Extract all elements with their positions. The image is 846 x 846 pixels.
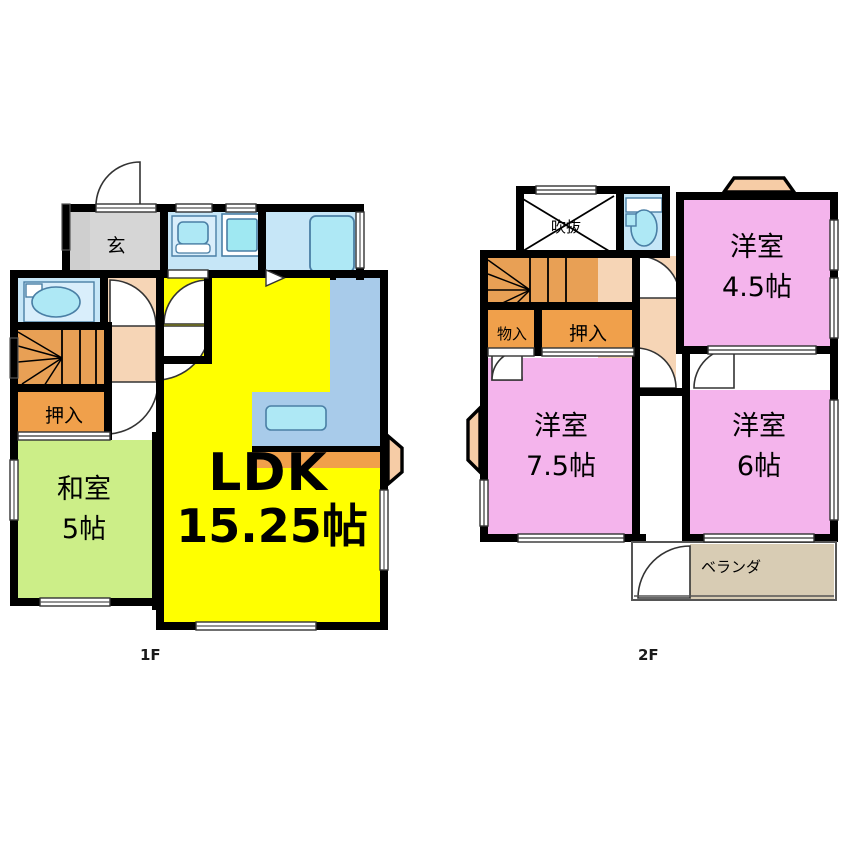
label-yoshitsu45-name: 洋室	[730, 232, 784, 263]
floor-caption-2f: 2F	[638, 646, 659, 664]
washroom-fixtures	[171, 213, 263, 257]
label-monoire: 物入	[497, 325, 527, 343]
floor-plan-1f: 玄 押入 和室 5帖 LDK 15.25帖	[9, 161, 404, 631]
fukinuke-void-mark	[517, 195, 615, 255]
bath-fixtures	[309, 215, 355, 273]
label-yoshitsu75-name: 洋室	[534, 411, 588, 442]
label-washitsu-size: 5帖	[62, 514, 106, 545]
label-washitsu-name: 和室	[57, 474, 111, 505]
label-fukinuke: 吹抜	[551, 218, 581, 236]
label-yoshitsu6-name: 洋室	[732, 411, 786, 442]
label-yoshitsu75-size: 7.5帖	[526, 451, 596, 482]
yoshitsu-6-floor	[688, 390, 834, 538]
label-yoshitsu45-size: 4.5帖	[722, 272, 792, 303]
label-oshiire-2f: 押入	[569, 323, 607, 345]
label-yoshitsu6-size: 6帖	[737, 451, 781, 482]
kitchen-counter	[252, 448, 386, 468]
washitsu-floor	[18, 440, 158, 602]
floor-plan-2f: 吹抜 物入 押入 洋室 4.5帖 洋室 7.5帖 洋室 6帖 ベランダ	[466, 176, 839, 601]
monoire-floor	[488, 310, 538, 354]
stairs-2f-floor	[488, 256, 598, 308]
f1-windows	[9, 203, 389, 631]
f1-partitions	[17, 268, 286, 441]
bay-window-75	[466, 403, 482, 477]
sliding-door-arrow	[265, 268, 286, 288]
floor-caption-1f: 1F	[140, 646, 161, 664]
oshiire-2f-floor	[542, 310, 634, 354]
f1-door-swings	[95, 161, 211, 435]
yoshitsu-45-floor	[682, 200, 834, 350]
toilet-1f-fixture	[23, 281, 95, 323]
bay-window-1f	[386, 432, 404, 488]
bay-window-45	[720, 176, 798, 194]
oshiire-1f-floor	[18, 392, 110, 434]
label-ldk-name: LDK	[208, 443, 328, 503]
yoshitsu-75-floor	[488, 358, 636, 538]
label-ldk-size: 15.25帖	[176, 499, 368, 553]
label-oshiire-1f: 押入	[45, 405, 83, 427]
stairs-1f-treads	[17, 328, 97, 387]
label-veranda: ベランダ	[701, 558, 761, 576]
label-genkan: 玄	[106, 235, 125, 257]
bathtub	[309, 215, 355, 273]
f2-windows	[479, 185, 839, 543]
kitchen-sink	[265, 405, 327, 431]
